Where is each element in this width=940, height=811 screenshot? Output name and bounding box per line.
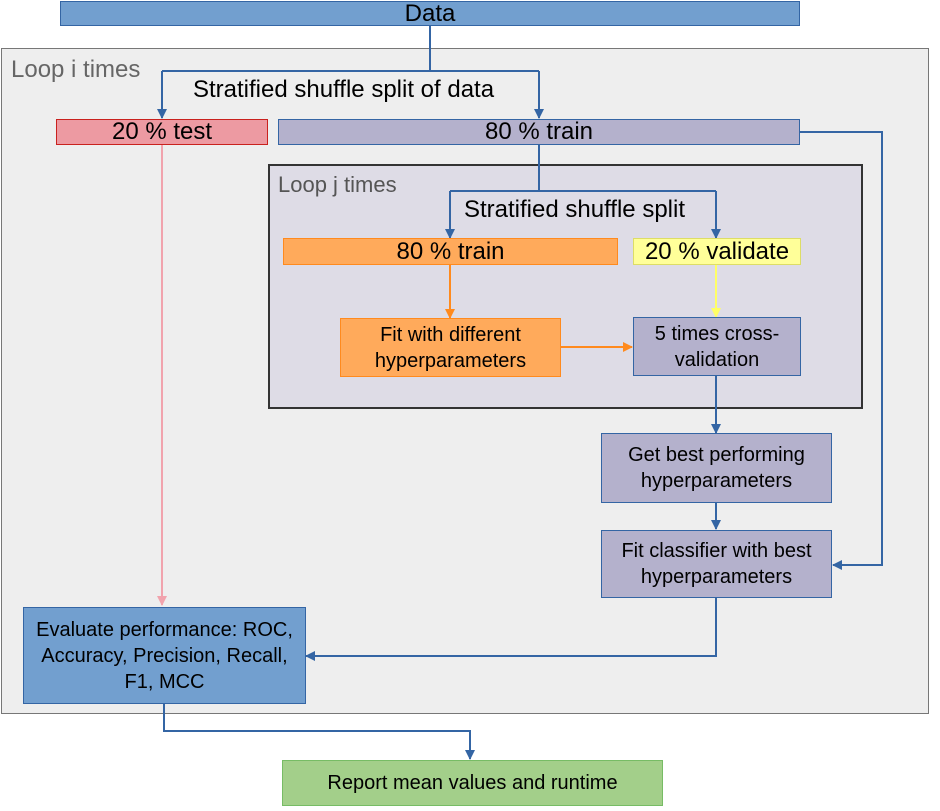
train-label: 80 % train [484,118,594,145]
test-label: 20 % test [111,118,213,145]
arrow-split-to-test [162,70,539,118]
fit-classifier-label: Fit classifier with best hyperparameters [621,540,812,588]
inner-train-box: 80 % train [283,238,618,265]
best-hyperparameters-label: Get best performing hyperparameters [628,444,805,492]
outer-split-label: Stratified shuffle split of data [193,76,495,103]
inner-loop-title: Loop j times [278,172,397,197]
arrow-train-to-fit-classifier [799,131,883,570]
evaluate-label: Evaluate performance: ROC, Accuracy, Pre… [36,618,293,693]
cross-validation-label: 5 times cross-validation [654,322,780,371]
evaluate-box: Evaluate performance: ROC, Accuracy, Pre… [23,607,306,704]
validate-box: 20 % validate [633,238,801,265]
test-box: 20 % test [56,119,268,145]
data-box: Data [60,1,800,26]
arrow-evaluate-to-report [163,704,475,760]
arrow-inner-split-to-train [450,190,716,238]
best-hyperparameters-box: Get best performing hyperparameters [601,433,832,503]
data-label: Data [404,0,456,27]
fit-classifier-box: Fit classifier with best hyperparameters [601,530,832,598]
inner-train-label: 80 % train [396,237,505,265]
report-label: Report mean values and runtime [327,772,618,794]
fit-different-box: Fit with different hyperparameters [340,318,561,377]
train-box: 80 % train [278,119,800,145]
outer-loop-title: Loop i times [11,56,141,83]
inner-split-label: Stratified shuffle split [464,196,686,223]
arrow-fit-best-to-evaluate [305,598,717,661]
fit-different-label: Fit with different hyperparameters [374,323,527,372]
validate-label: 20 % validate [644,237,790,265]
report-box: Report mean values and runtime [282,760,663,806]
cross-validation-box: 5 times cross-validation [633,317,801,376]
